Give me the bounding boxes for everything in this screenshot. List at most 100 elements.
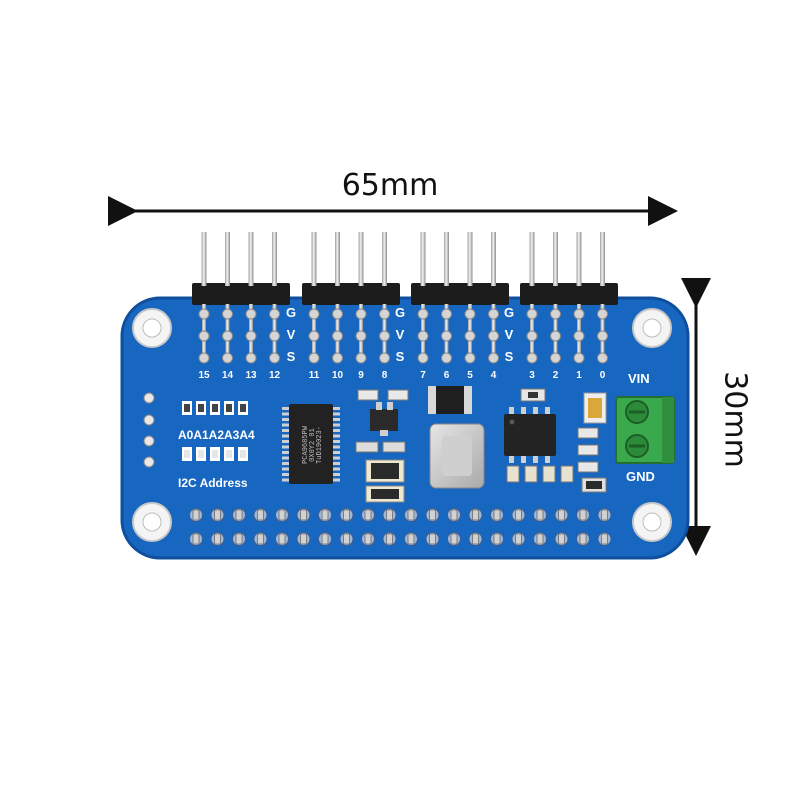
mounting-hole	[642, 512, 662, 532]
solder-pad	[526, 330, 538, 342]
solder-pad	[526, 308, 538, 320]
servo-channel-label: 15	[198, 370, 210, 381]
header-pin	[358, 232, 364, 286]
solder-pad	[332, 330, 343, 342]
address-pins-label: A0A1A2A3A4	[178, 428, 255, 442]
servo-channel-label: 5	[467, 370, 473, 381]
gpio-pin	[257, 533, 264, 545]
servo-channel-label: 3	[529, 370, 535, 381]
servo-channel-label: 1	[576, 370, 582, 381]
gpio-pin	[515, 509, 522, 521]
gpio-pin	[579, 509, 587, 521]
solder-pad	[464, 352, 476, 364]
jumper-pad-center	[184, 450, 190, 458]
gpio-40-pin-header	[189, 508, 612, 546]
jumper-pad-center	[212, 450, 218, 458]
header-pin	[420, 232, 426, 286]
header-plastic	[192, 283, 290, 305]
servo-channel-label: 10	[331, 370, 344, 381]
gpio-pin	[601, 509, 608, 521]
solder-pad	[379, 308, 390, 320]
solder-pad	[269, 330, 280, 342]
servo-channel-label: 14	[221, 370, 234, 381]
solder-pad	[550, 352, 561, 364]
gpio-pin	[429, 509, 436, 521]
header-pin	[225, 232, 230, 286]
gpio-pin	[601, 533, 608, 545]
servo-channel-label: 6	[443, 370, 450, 381]
header-pin	[529, 232, 535, 286]
solder-pad	[308, 308, 320, 320]
gvs-row-label: S	[504, 349, 514, 364]
header-pin	[553, 232, 558, 286]
gpio-pin	[472, 509, 479, 521]
solder-pad	[441, 308, 452, 320]
header-pin	[248, 232, 254, 286]
mounting-hole	[142, 318, 162, 338]
solder-pad	[355, 308, 367, 320]
gpio-pin	[429, 533, 436, 545]
gvs-row-label: S	[395, 349, 405, 364]
gpio-pin	[493, 533, 501, 545]
solder-pad	[198, 330, 210, 342]
left-test-pads	[143, 392, 155, 468]
servo-channel-label: 12	[268, 370, 281, 381]
solder-pad	[245, 352, 257, 364]
servo-channel-label: 4	[490, 370, 497, 381]
gvs-row-label: V	[504, 327, 514, 342]
solder-pad	[441, 330, 452, 342]
gpio-pin	[450, 509, 458, 521]
solder-pad	[417, 352, 429, 364]
solder-pad	[355, 352, 367, 364]
solder-pad	[573, 308, 585, 320]
solder-pad	[245, 308, 257, 320]
servo-channel-label: 8	[381, 370, 388, 381]
soic8-chip	[504, 407, 556, 463]
address-jumper-pads	[182, 401, 248, 461]
solder-pad	[550, 308, 561, 320]
gpio-pin	[407, 533, 415, 545]
vin-label: VIN	[628, 371, 650, 386]
servo-channel-label: 7	[420, 370, 426, 381]
gvs-row-label: V	[395, 327, 405, 342]
jumper-pad-center	[226, 404, 232, 412]
gpio-pin	[192, 509, 200, 521]
i2c-address-label: I2C Address	[178, 476, 248, 490]
servo-channel-label: 13	[245, 370, 257, 381]
gpio-pin	[257, 509, 264, 521]
gpio-pin	[558, 533, 565, 545]
jumper-pad-center	[198, 404, 204, 412]
solder-pad	[379, 330, 390, 342]
gvs-row-label: G	[285, 305, 297, 320]
gpio-pin	[192, 533, 200, 545]
mounting-hole	[142, 512, 162, 532]
pca9685-marking-line3: TuD19023-	[316, 426, 324, 464]
gpio-pin	[278, 533, 286, 545]
servo-channel-label: 2	[552, 370, 559, 381]
jumper-pad-center	[240, 450, 246, 458]
solder-pad	[488, 352, 499, 364]
solder-pad	[597, 352, 608, 364]
jumper-pad-center	[240, 404, 246, 412]
header-pin	[382, 232, 387, 286]
solder-pad	[573, 352, 585, 364]
servo-pin-headers	[192, 232, 618, 364]
power-screw-terminal	[615, 396, 675, 464]
gpio-pin	[300, 509, 307, 521]
solder-pad	[308, 330, 320, 342]
header-pin	[335, 232, 340, 286]
solder-pad	[526, 352, 538, 364]
solder-pad	[573, 330, 585, 342]
pcb-board	[120, 296, 690, 560]
jumper-pad-center	[226, 450, 232, 458]
jumper-pad-center	[212, 404, 218, 412]
solder-pad	[417, 308, 429, 320]
gvs-row-label: S	[286, 349, 296, 364]
jumper-pad-center	[184, 404, 190, 412]
solder-pad	[269, 308, 280, 320]
solder-pad	[269, 352, 280, 364]
solder-pad	[198, 308, 210, 320]
gpio-pin	[536, 533, 544, 545]
header-pin	[201, 232, 207, 286]
solder-pad	[488, 330, 499, 342]
